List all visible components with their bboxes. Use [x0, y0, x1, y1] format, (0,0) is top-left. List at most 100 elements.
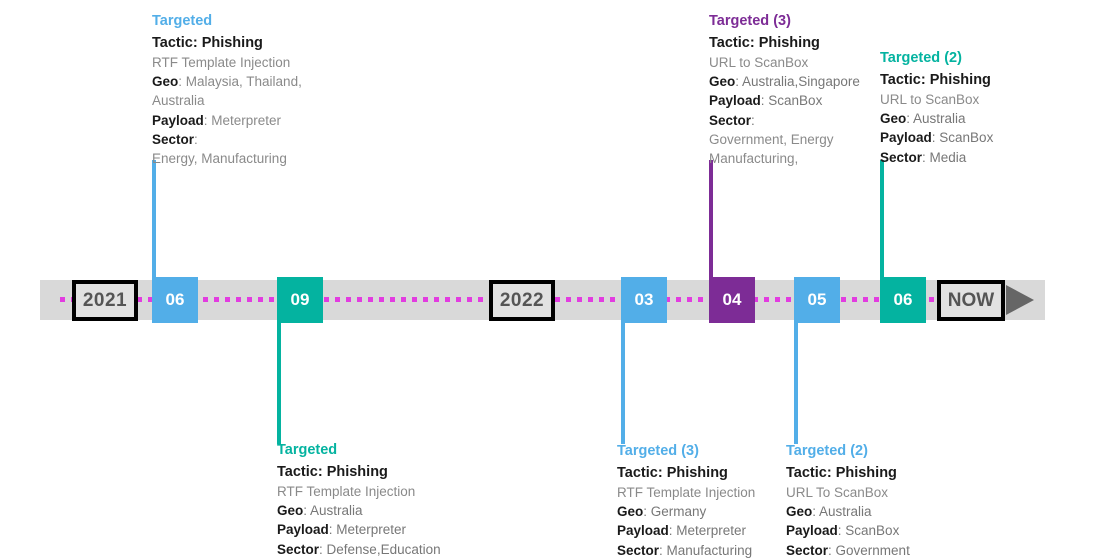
event-subtitle: URL to ScanBox: [880, 92, 980, 108]
timeline-marker-2021-06[interactable]: 06: [152, 277, 198, 323]
sector-value: : Media: [922, 149, 967, 165]
timeline-marker-2022-03[interactable]: 03: [621, 277, 667, 323]
timeline-marker-now[interactable]: NOW: [937, 280, 1005, 321]
timeline-marker-2022-05[interactable]: 05: [794, 277, 840, 323]
payload-value: : Meterpreter: [203, 112, 282, 128]
event-payload-row: Payload: ScanBox: [709, 91, 860, 110]
sector-value: : Government: [828, 542, 910, 558]
event-subtitle: URL to ScanBox: [709, 55, 809, 71]
event-tactic: Tactic: Phishing: [277, 463, 388, 480]
event-headline: Targeted (2): [880, 50, 962, 66]
payload-label: Payload: [152, 112, 204, 128]
event-geo-row: Geo: Australia: [880, 109, 993, 128]
geo-label: Geo: [709, 74, 736, 90]
event-payload-row: Payload: ScanBox: [880, 128, 993, 147]
connector-stem-2021-06: [152, 160, 156, 282]
sector-label: Sector: [880, 149, 923, 165]
event-sector-row: Sector:: [152, 130, 302, 149]
payload-label: Payload: [786, 523, 838, 539]
event-sector-row: Sector: Media: [880, 148, 993, 167]
event-sector-row: Sector:: [709, 111, 860, 130]
event-headline: Targeted: [277, 442, 338, 458]
event-card-2022-03: Targeted (3) Tactic: Phishing RTF Templa…: [617, 441, 755, 560]
geo-label: Geo: [880, 111, 907, 127]
geo-label: Geo: [152, 74, 179, 90]
geo-value: : Australia: [906, 111, 966, 127]
event-sector-row: Sector: Government: [786, 541, 910, 560]
geo-label: Geo: [786, 504, 813, 520]
marker-label: 2021: [82, 289, 128, 311]
event-subtitle: RTF Template Injection: [277, 484, 416, 500]
event-payload-row: Payload: Meterpreter: [277, 520, 441, 539]
event-headline: Targeted (2): [786, 443, 868, 459]
sector-value: :: [194, 131, 198, 147]
event-card-2021-06: Targeted Tactic: Phishing RTF Template I…: [152, 11, 302, 168]
event-geo-row: Geo: Malaysia, Thailand,: [152, 72, 302, 91]
event-tactic: Tactic: Phishing: [617, 464, 728, 481]
payload-label: Payload: [277, 522, 329, 538]
event-tactic: Tactic: Phishing: [709, 34, 820, 51]
sector-value: : Manufacturing: [659, 542, 753, 558]
geo-label: Geo: [277, 503, 304, 519]
event-sector-row: Sector: Manufacturing: [617, 541, 755, 560]
payload-value: : ScanBox: [837, 523, 900, 539]
payload-value: : ScanBox: [760, 93, 823, 109]
event-geo-row: Geo: Germany: [617, 502, 755, 521]
connector-stem-2021-09: [277, 318, 281, 444]
event-payload-row: Payload: Meterpreter: [617, 521, 755, 540]
timeline-marker-year-2021[interactable]: 2021: [72, 280, 138, 321]
connector-stem-2022-06: [880, 160, 884, 282]
marker-label: 04: [722, 290, 742, 309]
event-payload-row: Payload: ScanBox: [786, 521, 910, 540]
sector-value: :: [751, 112, 755, 128]
timeline-marker-2022-04[interactable]: 04: [709, 277, 755, 323]
event-card-2021-09: Targeted Tactic: Phishing RTF Template I…: [277, 440, 441, 559]
marker-label: 06: [893, 290, 913, 309]
geo-value: : Australia,Singapore: [735, 74, 860, 90]
payload-value: : Meterpreter: [668, 523, 747, 539]
marker-label: 2022: [499, 289, 545, 311]
event-sector-row: Sector: Defense,Education: [277, 540, 441, 559]
payload-label: Payload: [617, 523, 669, 539]
event-subtitle: URL To ScanBox: [786, 485, 889, 501]
event-card-2022-06: Targeted (2) Tactic: Phishing URL to Sca…: [880, 48, 993, 167]
event-payload-row: Payload: Meterpreter: [152, 111, 302, 130]
event-headline: Targeted (3): [617, 443, 699, 459]
event-tactic: Tactic: Phishing: [880, 71, 991, 88]
event-tactic: Tactic: Phishing: [152, 34, 263, 51]
geo-value: : Australia: [303, 503, 363, 519]
geo-value: : Australia: [812, 504, 872, 520]
geo-value: : Malaysia, Thailand,: [178, 74, 302, 90]
event-headline: Targeted: [152, 13, 213, 29]
play-arrow-icon: [1006, 285, 1034, 315]
payload-label: Payload: [880, 130, 932, 146]
marker-label: NOW: [947, 289, 995, 311]
timeline-marker-year-2022[interactable]: 2022: [489, 280, 555, 321]
marker-label: 03: [634, 290, 654, 309]
event-geo-row: Geo: Australia: [277, 501, 441, 520]
connector-stem-2022-03: [621, 318, 625, 444]
event-sector-cont-2: Manufacturing,: [709, 150, 799, 166]
timeline-marker-2021-09[interactable]: 09: [277, 277, 323, 323]
connector-stem-2022-04: [709, 160, 713, 282]
sector-label: Sector: [152, 131, 195, 147]
event-geo-row: Geo: Australia,Singapore: [709, 72, 860, 91]
payload-value: : ScanBox: [931, 130, 994, 146]
sector-label: Sector: [786, 542, 829, 558]
event-card-2022-04: Targeted (3) Tactic: Phishing URL to Sca…: [709, 11, 860, 168]
event-geo-row: Geo: Australia: [786, 502, 910, 521]
geo-label: Geo: [617, 504, 644, 520]
payload-value: : Meterpreter: [328, 522, 407, 538]
event-card-2022-05: Targeted (2) Tactic: Phishing URL To Sca…: [786, 441, 910, 560]
timeline-marker-2022-06[interactable]: 06: [880, 277, 926, 323]
event-subtitle: RTF Template Injection: [152, 55, 291, 71]
geo-value: : Germany: [643, 504, 707, 520]
marker-label: 06: [165, 290, 185, 309]
event-headline: Targeted (3): [709, 13, 791, 29]
sector-value: : Defense,Education: [319, 541, 441, 557]
event-sector-cont: Government, Energy: [709, 131, 834, 147]
marker-label: 05: [807, 290, 827, 309]
sector-label: Sector: [709, 112, 752, 128]
connector-stem-2022-05: [794, 318, 798, 444]
